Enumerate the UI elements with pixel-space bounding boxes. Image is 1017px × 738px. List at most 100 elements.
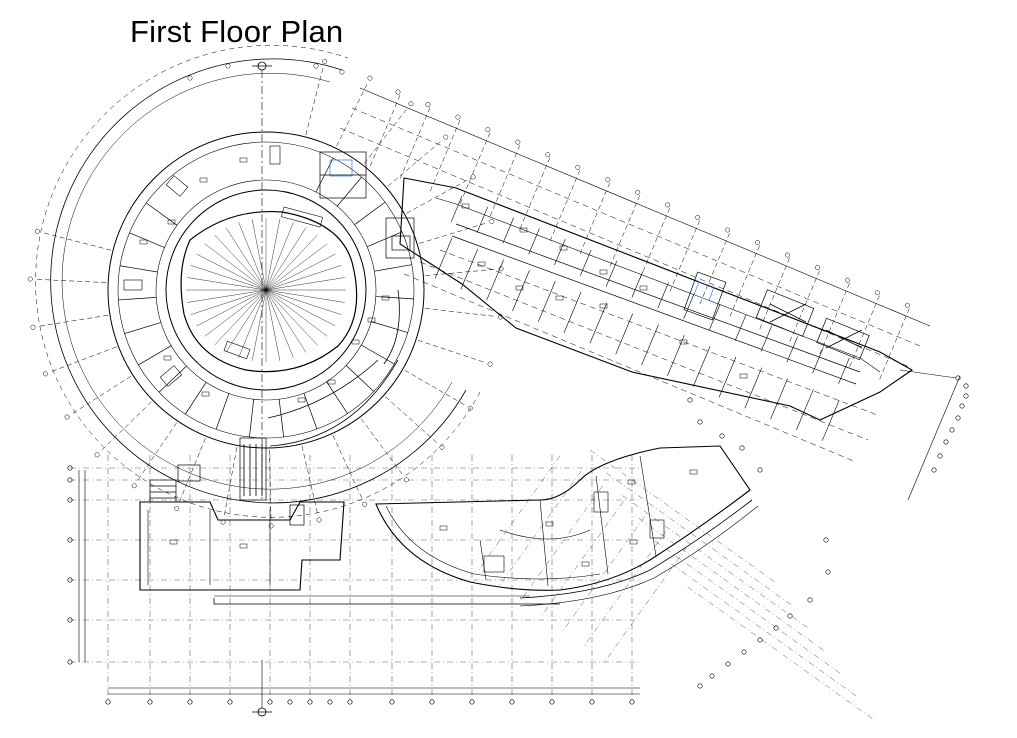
room-tag <box>351 339 360 345</box>
ring-partition <box>336 176 362 207</box>
atrium-ray <box>187 277 267 291</box>
atrium-ray <box>265 289 281 361</box>
grid-marker <box>408 101 414 107</box>
grid-marker <box>755 240 761 245</box>
wing-grid-line <box>698 232 730 307</box>
ring-partition <box>371 321 408 333</box>
wing-grid-line <box>728 245 760 320</box>
drawing-title: First Floor Plan <box>130 14 344 49</box>
grid-marker <box>174 506 180 511</box>
wing-partition-upper <box>528 228 540 255</box>
room-tag <box>629 539 638 545</box>
radial-grid-line <box>385 396 440 445</box>
wing-grid-line <box>488 145 521 220</box>
ring-partition <box>326 381 348 414</box>
wing-partition-upper <box>838 358 850 385</box>
grid-marker <box>825 569 831 575</box>
grid-marker <box>455 114 461 120</box>
wing-grid-line <box>428 119 461 194</box>
radial-grid-line <box>387 139 443 187</box>
atrium-ray <box>251 219 267 291</box>
atrium-ray <box>251 289 267 361</box>
grid-marker <box>757 467 763 473</box>
radial-grid-line <box>424 308 497 317</box>
wing-partition-lower <box>486 259 504 301</box>
atrium-radial-lines <box>186 218 346 362</box>
atrium-ray <box>265 289 336 327</box>
atrium-ray <box>265 253 336 291</box>
grid-marker <box>367 75 373 81</box>
left-grid-markers <box>67 465 73 665</box>
rotated-grid-line <box>584 531 667 646</box>
wing-partition-lower <box>512 270 530 312</box>
grid-marker <box>94 452 100 458</box>
rotated-grid-line <box>638 518 827 653</box>
room-tag <box>581 561 590 567</box>
radial-grid-line <box>336 81 369 147</box>
wing-partition-upper <box>657 282 669 309</box>
atrium-ray <box>238 222 267 291</box>
grid-marker <box>485 127 491 133</box>
wing-grid-line <box>878 308 910 383</box>
wing-grid-line <box>848 295 880 370</box>
radial-grid-line <box>34 278 107 283</box>
right-grid-markers <box>899 369 969 501</box>
atrium-ray <box>265 289 342 315</box>
atrium-ray <box>238 289 267 358</box>
wing-grid-line <box>818 283 850 358</box>
room-tag <box>627 479 636 485</box>
wing-grid-line <box>638 207 670 282</box>
room-tag <box>477 261 486 267</box>
grid-marker <box>575 164 581 170</box>
ring-partition <box>354 201 386 225</box>
grid-marker <box>807 597 813 603</box>
atrium-ray <box>204 289 267 337</box>
room-tag <box>559 245 568 251</box>
rotated-grid-line <box>478 455 561 571</box>
rotated-grid-line <box>589 449 778 584</box>
radial-grid-line <box>360 418 405 477</box>
wing-partition-lower <box>460 248 479 290</box>
radial-grid-line <box>70 375 132 416</box>
wing-grid-line <box>668 220 700 295</box>
grid-marker <box>515 139 521 145</box>
radial-grid-line <box>364 106 409 164</box>
grid-marker <box>470 174 476 180</box>
room-tag <box>139 239 148 245</box>
atrium-ray <box>265 289 345 303</box>
wing-partition-upper <box>760 325 773 352</box>
lower-block-grid <box>70 455 640 700</box>
wing-partition-lower <box>821 400 840 441</box>
grid-marker <box>757 637 763 643</box>
grid-marker <box>439 444 445 450</box>
ring-partition <box>158 365 187 393</box>
radial-grid-lines <box>27 58 504 529</box>
grid-marker <box>27 276 33 282</box>
grid-marker <box>695 215 701 220</box>
ring-partition <box>249 399 255 438</box>
atrium-ray <box>196 289 267 327</box>
grid-marker <box>268 523 274 529</box>
wing-grid-line <box>578 182 610 257</box>
grid-marker <box>725 661 731 667</box>
grid-marker <box>34 228 40 234</box>
atrium-ray <box>214 289 267 346</box>
wing-partition-lower <box>770 378 788 420</box>
atrium-ray <box>265 289 307 353</box>
wing-grid-line <box>458 132 491 207</box>
atrium-ray <box>187 289 267 303</box>
atrium-ray <box>204 243 267 291</box>
bottom-dimension-lines <box>78 470 640 695</box>
wing-partition-lower <box>589 302 608 344</box>
circular-wing <box>35 45 481 518</box>
radial-grid-line <box>425 268 498 276</box>
atrium-ray <box>265 243 328 291</box>
wing-grid-line <box>608 195 640 270</box>
lower-block <box>139 437 560 605</box>
grid-marker <box>787 613 793 619</box>
atrium-ray <box>265 222 294 291</box>
atrium-ray <box>190 289 267 315</box>
radial-grid-line <box>36 314 109 327</box>
grid-marker <box>313 63 319 69</box>
grid-marker <box>665 202 671 208</box>
